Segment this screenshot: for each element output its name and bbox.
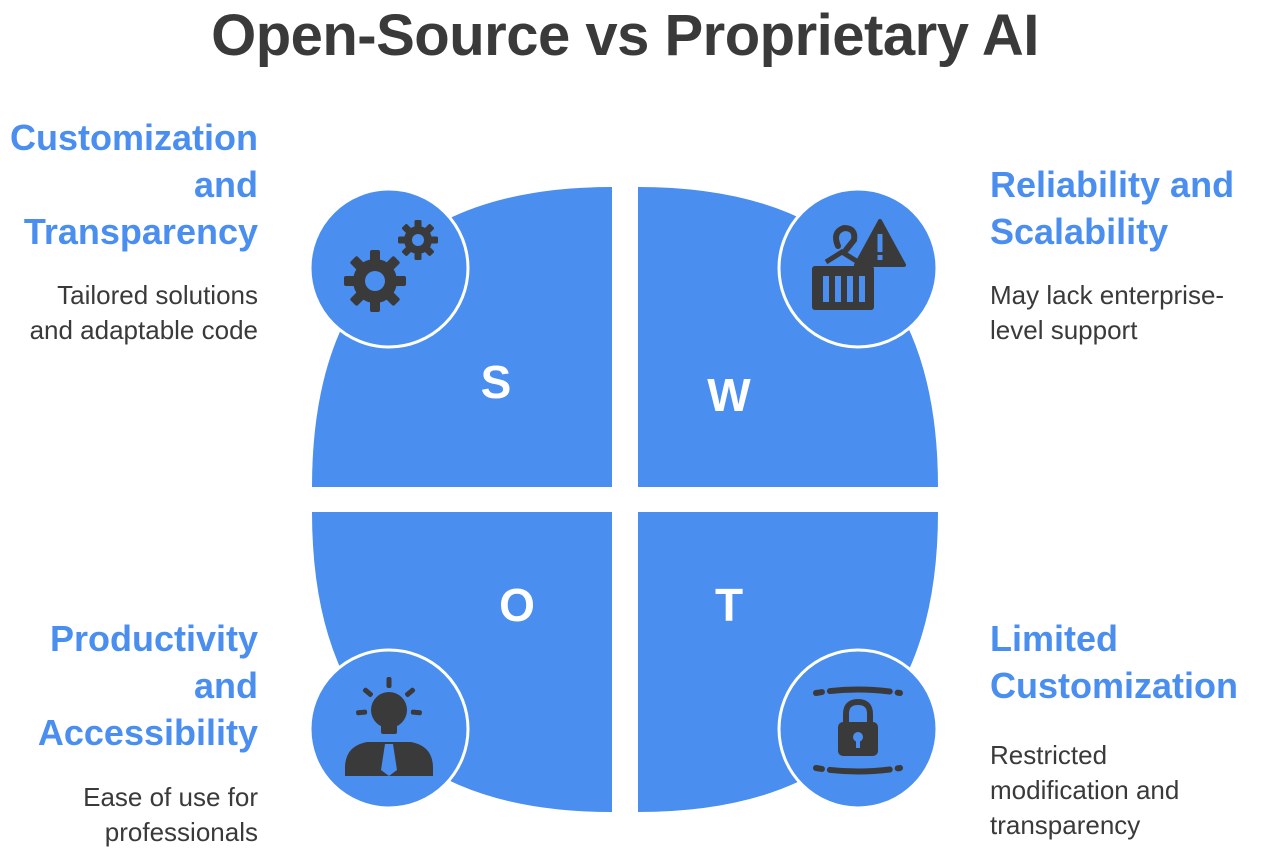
threat-description: Restricted modification and transparency bbox=[990, 740, 1180, 840]
letter-o: O bbox=[499, 579, 535, 631]
hook-warning-container-icon bbox=[812, 219, 906, 310]
letter-s: S bbox=[481, 356, 512, 408]
letter-t: T bbox=[715, 579, 743, 631]
page-title: Open-Source vs Proprietary AI bbox=[211, 3, 1039, 68]
opportunity-heading: Productivity and Accessibility bbox=[37, 618, 258, 753]
threat-heading: Limited Customization bbox=[990, 618, 1238, 706]
strength-heading: Customization and Transparency bbox=[10, 117, 258, 252]
weakness-heading: Reliability and Scalability bbox=[990, 164, 1235, 252]
weakness-description: May lack enterprise- level support bbox=[990, 280, 1225, 345]
padlock-icon bbox=[813, 686, 903, 775]
gears-icon bbox=[344, 220, 438, 312]
letter-w: W bbox=[707, 369, 751, 421]
opportunity-description: Ease of use for professionals bbox=[83, 782, 258, 847]
lightbulb-person-icon bbox=[345, 677, 433, 776]
strength-description: Tailored solutions and adaptable code bbox=[29, 280, 258, 345]
